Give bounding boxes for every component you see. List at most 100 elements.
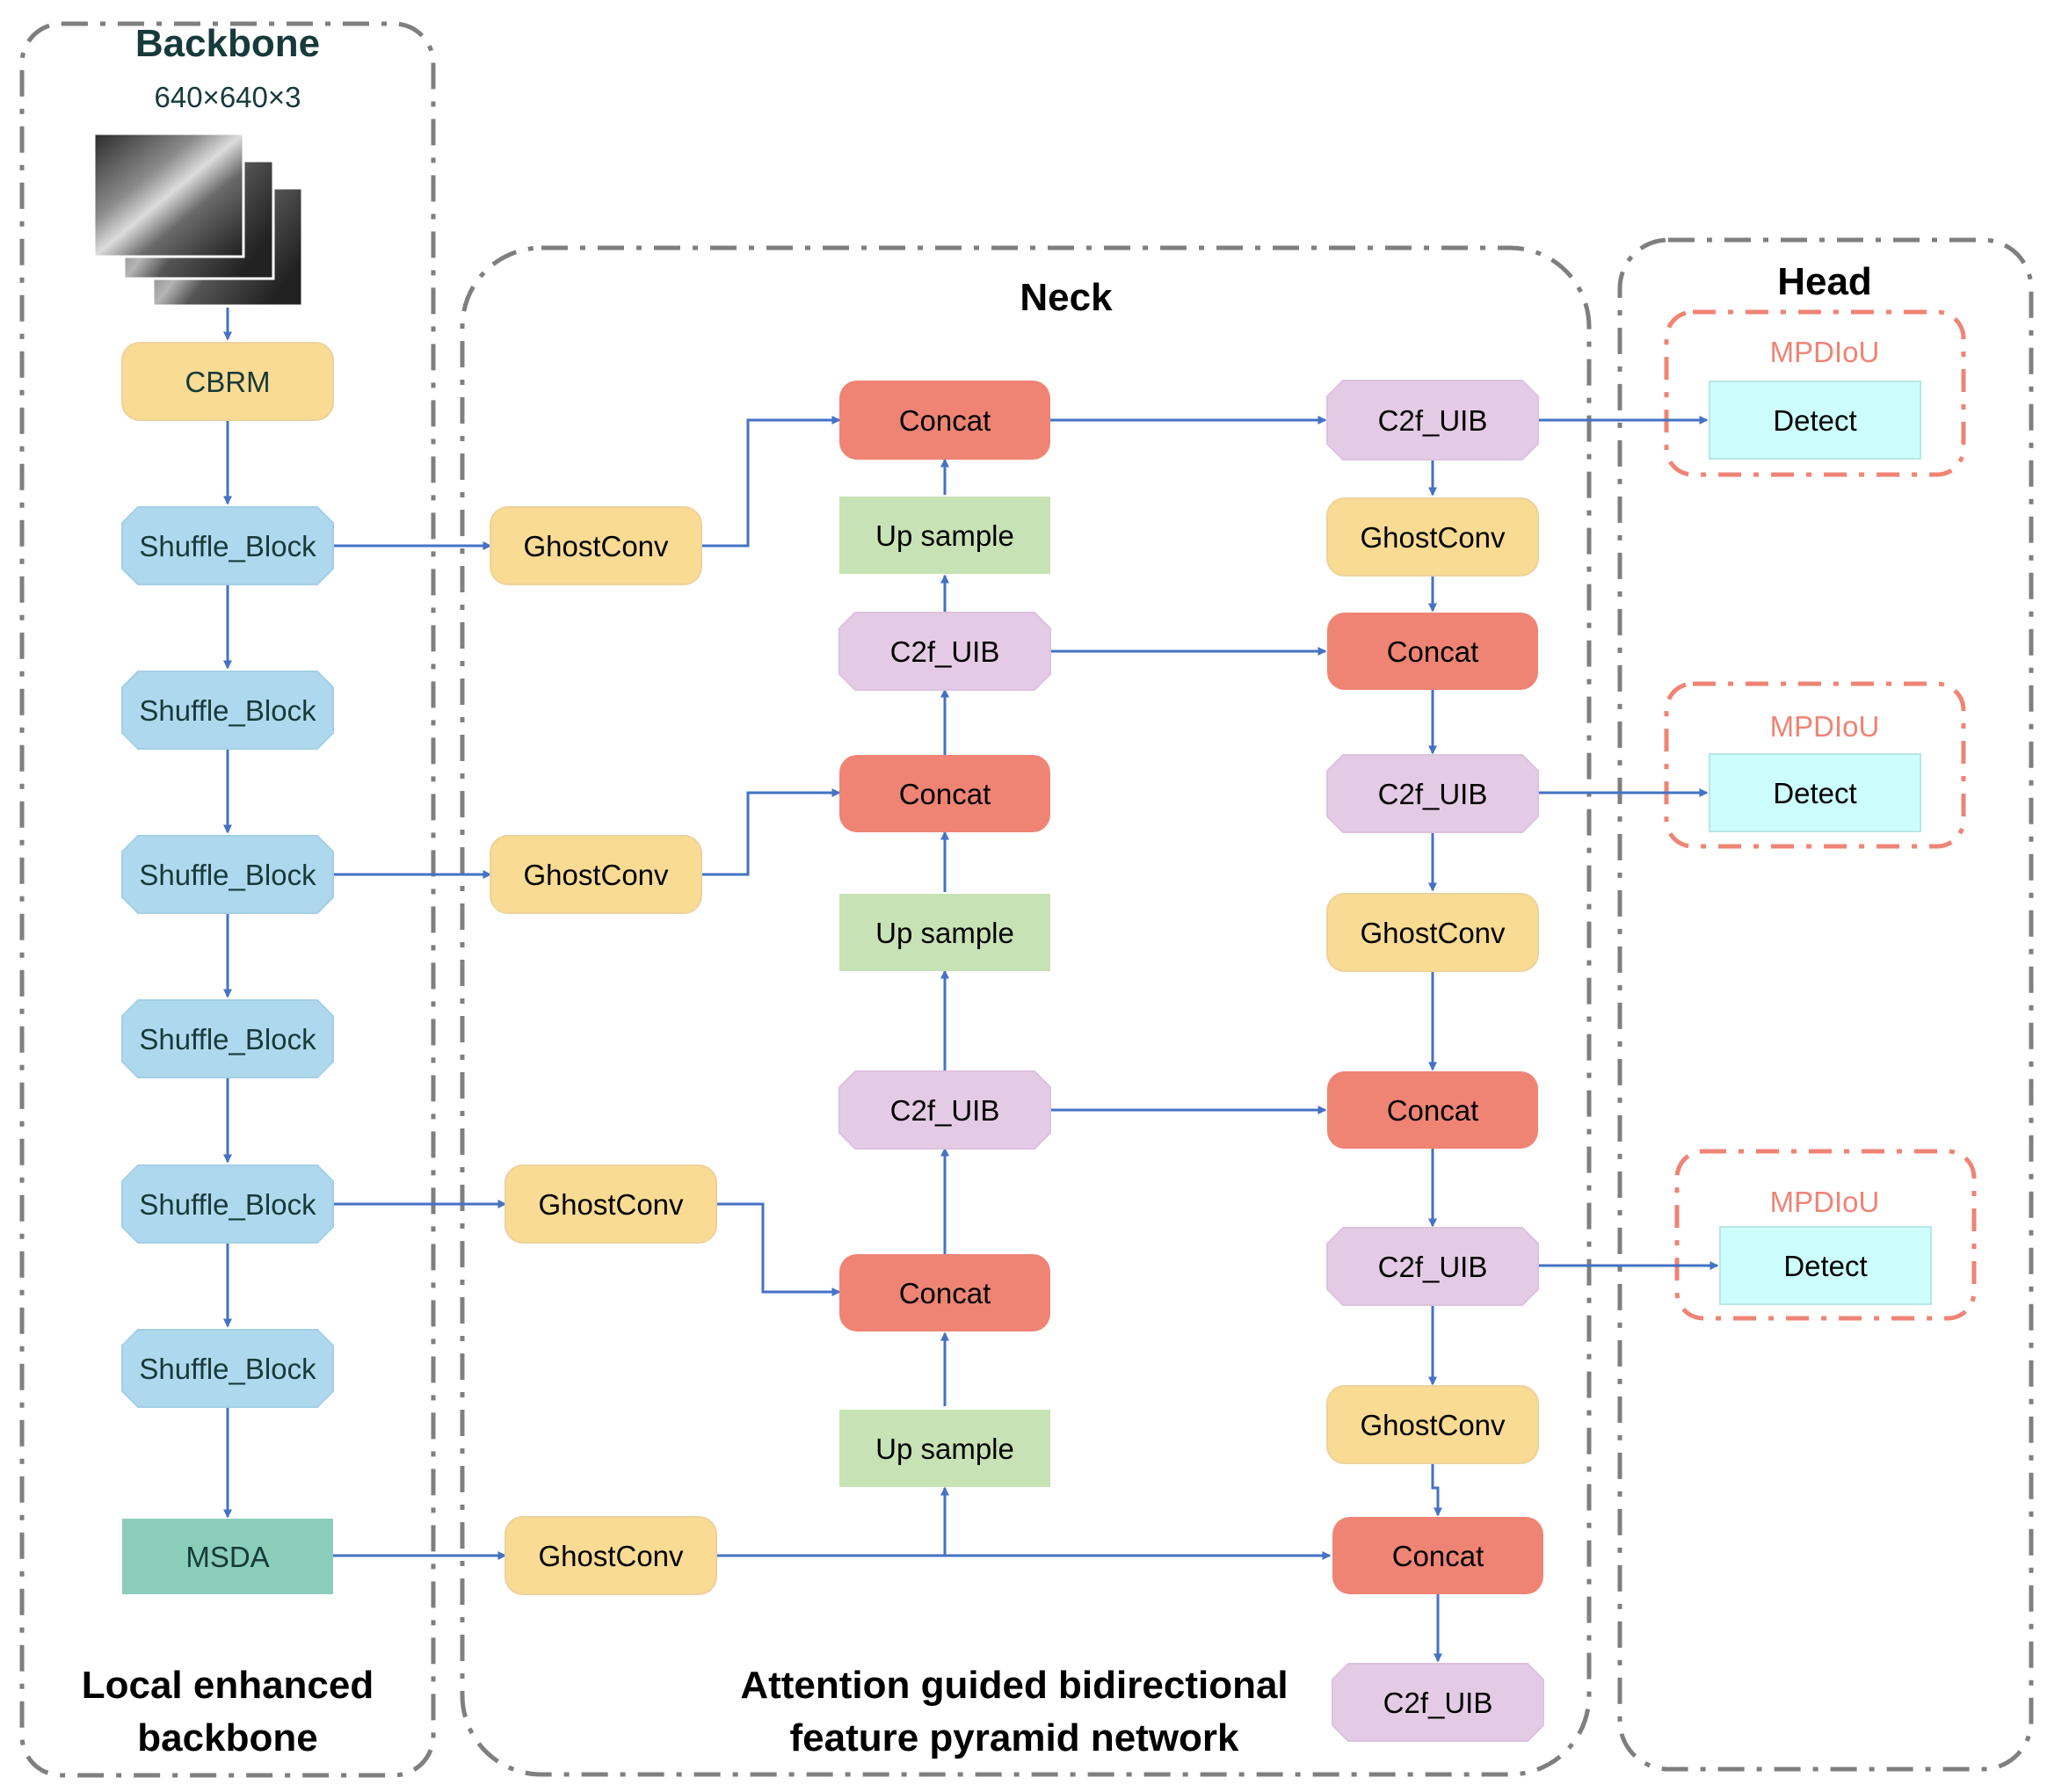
neck-caption-line1: Attention guided bidirectional <box>740 1664 1288 1707</box>
head-group-border <box>1617 237 2034 1772</box>
detect-node-3[interactable]: Detect <box>1719 1226 1932 1305</box>
backbone-caption-line2: backbone <box>137 1716 317 1759</box>
neck-caption-line2: feature pyramid network <box>789 1716 1239 1759</box>
shuffle-block-shape-3 <box>121 835 334 914</box>
concat-top-down-node-3[interactable]: Concat <box>839 1254 1050 1331</box>
connection-arrows <box>223 308 1719 1663</box>
cbrm-box <box>121 342 334 421</box>
c2f-right-shape-3 <box>1326 1227 1539 1306</box>
concat-bottom-up-box-2 <box>1327 1071 1538 1149</box>
mpdiou-box-3 <box>1674 1149 1977 1321</box>
c2f-top-down-label-2: C2f_UIB <box>890 1094 1000 1127</box>
c2f-right-label-2: C2f_UIB <box>1378 778 1488 810</box>
c2f-top-down-shape-2 <box>838 1070 1051 1150</box>
shuffle-block-label-4: Shuffle_Block <box>139 1023 316 1056</box>
ghostconv-right-node-3[interactable]: GhostConv <box>1326 1385 1539 1464</box>
mpdiou-box-2 <box>1664 681 1966 849</box>
concat-bottom-up-node-3[interactable]: Concat <box>1332 1517 1543 1594</box>
ghostconv-left-node-4[interactable]: GhostConv <box>504 1516 717 1595</box>
detect-node-1[interactable]: Detect <box>1709 381 1921 460</box>
c2f-top-down-label-1: C2f_UIB <box>890 635 1000 668</box>
c2f-top-down-node-1[interactable]: C2f_UIB <box>838 612 1051 691</box>
input-image-front <box>92 132 245 258</box>
concat-top-down-box-2 <box>839 755 1050 832</box>
ghostconv-right-box-1 <box>1326 497 1539 577</box>
c2f-right-node-1[interactable]: C2f_UIB <box>1326 380 1539 461</box>
ghostconv-left-node-3[interactable]: GhostConv <box>504 1164 717 1244</box>
cbrm-label: CBRM <box>185 366 270 398</box>
concat-bottom-up-box-3 <box>1332 1517 1543 1594</box>
upsample-node-2[interactable]: Up sample <box>839 894 1050 971</box>
concat-top-down-box-1 <box>839 381 1050 460</box>
c2f-right-label-3: C2f_UIB <box>1378 1251 1488 1283</box>
c2f-top-down-node-2[interactable]: C2f_UIB <box>838 1070 1051 1150</box>
concat-top-down-node-2[interactable]: Concat <box>839 755 1050 832</box>
backbone-caption-line1: Local enhanced <box>82 1664 374 1707</box>
msda-label: MSDA <box>185 1541 269 1573</box>
c2f-right-label-4: C2f_UIB <box>1383 1687 1493 1719</box>
detect-label-2: Detect <box>1773 777 1856 809</box>
concat-top-down-node-1[interactable]: Concat <box>839 381 1050 460</box>
ghostconv-left-box-2 <box>490 835 702 914</box>
msda-node[interactable]: MSDA <box>122 1519 333 1594</box>
c2f-right-node-2[interactable]: C2f_UIB <box>1326 754 1539 833</box>
shuffle-block-node-5[interactable]: Shuffle_Block <box>121 1164 334 1244</box>
head-title: Head <box>1777 260 1872 303</box>
input-size-label: 640×640×3 <box>154 81 301 113</box>
cbrm-node[interactable]: CBRM <box>121 342 334 421</box>
c2f-right-node-4[interactable]: C2f_UIB <box>1332 1663 1544 1742</box>
detect-box-2 <box>1709 753 1921 832</box>
ghostconv-right-node-1[interactable]: GhostConv <box>1326 497 1539 577</box>
upsample-node-1[interactable]: Up sample <box>839 497 1050 574</box>
mpdiou-box-1 <box>1664 309 1966 477</box>
msda-box <box>122 1519 333 1594</box>
ghostconv-left-node-1[interactable]: GhostConv <box>490 506 702 585</box>
concat-bottom-up-label-1: Concat <box>1387 635 1479 668</box>
shuffle-block-shape-2 <box>121 671 334 750</box>
ghostconv-left-label-3: GhostConv <box>538 1188 684 1221</box>
shuffle-block-node-2[interactable]: Shuffle_Block <box>121 671 334 750</box>
arrow-ghostconv2-to-concat2 <box>701 788 841 876</box>
upsample-box-3 <box>839 1410 1050 1487</box>
upsample-box-1 <box>839 497 1050 574</box>
ghostconv-left-box-4 <box>504 1516 717 1595</box>
mpdiou-label-1: MPDIoU <box>1770 336 1880 368</box>
mpdiou-label-2: MPDIoU <box>1770 710 1880 743</box>
shuffle-block-label-3: Shuffle_Block <box>139 859 316 891</box>
shuffle-block-label-1: Shuffle_Block <box>139 530 316 562</box>
backbone-group-border <box>19 21 436 1778</box>
concat-bottom-up-node-2[interactable]: Concat <box>1327 1071 1538 1149</box>
shuffle-block-label-2: Shuffle_Block <box>139 694 316 727</box>
input-image-stack <box>92 132 304 308</box>
c2f-right-label-1: C2f_UIB <box>1378 404 1488 437</box>
concat-top-down-label-2: Concat <box>899 778 991 810</box>
detect-box-1 <box>1709 381 1921 460</box>
shuffle-block-node-3[interactable]: Shuffle_Block <box>121 835 334 914</box>
c2f-right-node-3[interactable]: C2f_UIB <box>1326 1227 1539 1306</box>
detect-box-3 <box>1719 1226 1932 1305</box>
shuffle-block-node-4[interactable]: Shuffle_Block <box>121 999 334 1078</box>
ghostconv-right-label-2: GhostConv <box>1360 917 1506 949</box>
upsample-box-2 <box>839 894 1050 971</box>
shuffle-block-label-5: Shuffle_Block <box>139 1188 316 1221</box>
concat-bottom-up-box-1 <box>1327 613 1538 690</box>
detect-node-2[interactable]: Detect <box>1709 753 1921 832</box>
upsample-node-3[interactable]: Up sample <box>839 1410 1050 1487</box>
upsample-label-1: Up sample <box>875 519 1014 552</box>
ghostconv-left-node-2[interactable]: GhostConv <box>490 835 702 914</box>
ghostconv-right-label-1: GhostConv <box>1360 521 1506 554</box>
concat-bottom-up-label-3: Concat <box>1392 1540 1484 1572</box>
upsample-label-3: Up sample <box>875 1433 1014 1465</box>
concat-bottom-up-node-1[interactable]: Concat <box>1327 613 1538 690</box>
neck-title: Neck <box>1020 276 1113 319</box>
concat-top-down-label-3: Concat <box>899 1277 991 1310</box>
shuffle-block-shape-5 <box>121 1164 334 1244</box>
shuffle-block-node-1[interactable]: Shuffle_Block <box>121 506 334 585</box>
ghostconv-left-label-4: GhostConv <box>538 1540 684 1572</box>
detect-label-3: Detect <box>1783 1250 1867 1282</box>
shuffle-block-node-6[interactable]: Shuffle_Block <box>121 1329 334 1408</box>
ghostconv-right-node-2[interactable]: GhostConv <box>1326 893 1539 972</box>
shuffle-block-label-6: Shuffle_Block <box>139 1353 316 1385</box>
ghostconv-right-box-2 <box>1326 893 1539 972</box>
